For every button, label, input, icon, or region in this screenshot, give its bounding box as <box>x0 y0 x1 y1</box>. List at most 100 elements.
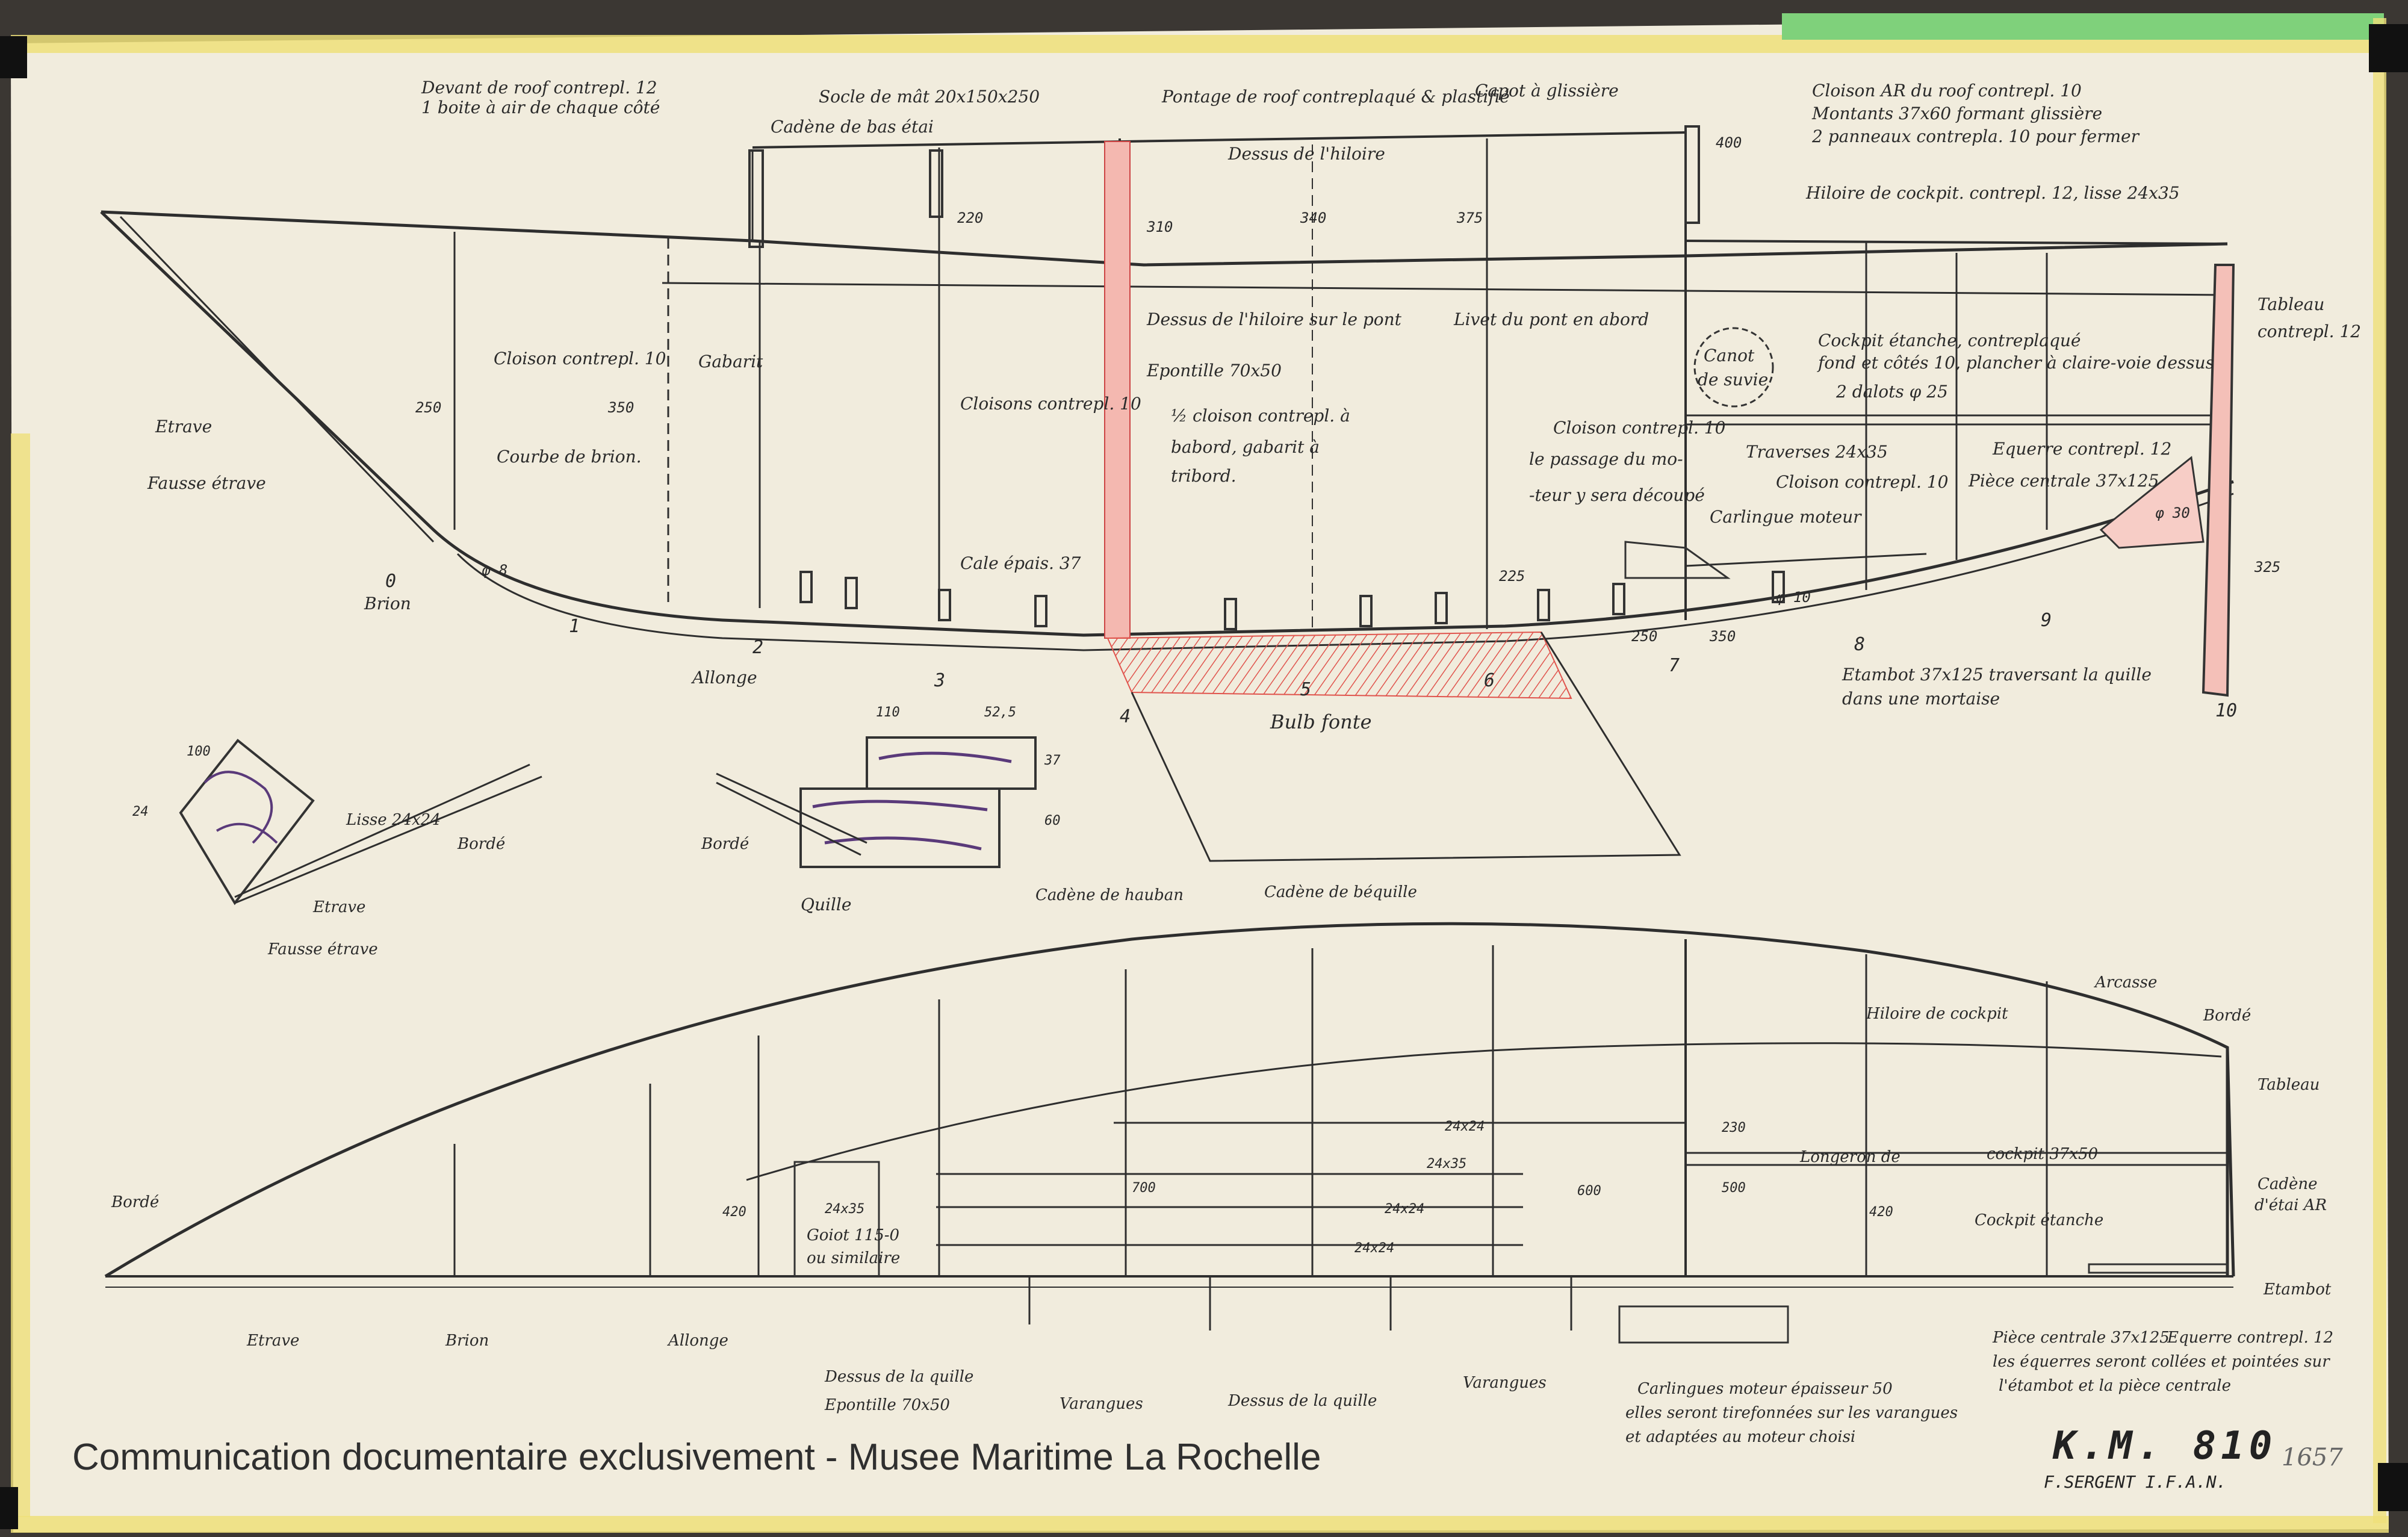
sheet-reference: 1657 <box>2282 1444 2343 1471</box>
corner-clip-tl <box>0 36 27 78</box>
plan-engine-bed <box>1618 1305 1789 1344</box>
archive-caption: Communication documentaire exclusivement… <box>72 1436 1321 1478</box>
plan-label-cadene-hauban: Cadène de hauban <box>1035 886 1184 904</box>
dim-220: 220 <box>957 210 983 226</box>
label-cloison-passage: Cloison contrepl. 10 <box>1553 418 1725 438</box>
label-equerre: Equerre contrepl. 12 <box>1992 439 2171 459</box>
tracing-paper <box>11 18 2389 1532</box>
label-cockpit-etanche: Cockpit étanche, contreplaqué <box>1818 331 2081 350</box>
label-borde-stem: Bordé <box>457 835 505 853</box>
station-numbers: 0 1 2 3 4 5 6 7 8 9 10 <box>385 571 2237 727</box>
engine-bed <box>1685 553 1927 567</box>
label-cloison-passage-2: le passage du mo- <box>1529 449 1683 469</box>
label-montants: Montants 37x60 formant glissière <box>1811 104 2102 123</box>
label-cloison-passage-3: -teur y sera découpé <box>1529 485 1705 505</box>
bulb-keel <box>1106 631 1572 700</box>
dim-350: 350 <box>607 399 634 416</box>
label-canot: Canot <box>1704 346 1755 365</box>
label-borde-keel: Bordé <box>701 835 749 853</box>
station-3: 3 <box>934 670 945 691</box>
label-cadene-bas-etai: Cadène de bas étai <box>771 117 934 137</box>
side-profile <box>100 125 2235 862</box>
right-yellow-tape <box>2373 18 2386 1523</box>
stem-lisse <box>234 775 542 904</box>
dim-stem-100: 100 <box>187 744 211 759</box>
dim-37: 37 <box>1044 753 1061 768</box>
label-lisse: Lisse 24x24 <box>346 811 441 829</box>
label-dessus-hiloire-pont: Dessus de l'hiloire sur le pont <box>1146 309 1402 329</box>
plan-outline <box>104 922 2235 1278</box>
stem <box>119 216 435 543</box>
plan-label-equerre-3: l'étambot et la pièce centrale <box>1999 1377 2231 1395</box>
plan-dim-24x24b: 24x24 <box>1385 1202 1424 1217</box>
plan-label-cadene-etai: Cadène <box>2258 1175 2318 1193</box>
plan-annotations: Cadène de hauban Cadène de béquille Hilo… <box>111 883 2333 1446</box>
plan-label-cockpit-etanche: Cockpit étanche <box>1975 1211 2103 1229</box>
plan-label-hiloire-cockpit: Hiloire de cockpit <box>1866 1005 2008 1023</box>
roof-line <box>752 131 1686 149</box>
label-capot: Capot à glissière <box>1475 81 1619 101</box>
plan-view <box>104 922 2235 1344</box>
plan-dim-24x24c: 24x24 <box>1354 1241 1394 1256</box>
dim-225: 225 <box>1499 568 1525 585</box>
station-5: 5 <box>1300 679 1311 700</box>
label-demi-cloison: ½ cloison contrepl. à <box>1171 406 1350 426</box>
canot-circle <box>1693 327 1774 408</box>
label-allonge: Allonge <box>690 668 757 688</box>
knee <box>2099 456 2205 549</box>
label-cale-epais: Cale épais. 37 <box>960 553 1081 573</box>
left-yellow-tape <box>11 433 30 1517</box>
plan-label-dessus-quille-2: Dessus de la quille <box>1227 1392 1377 1410</box>
plan-dim-24x35b: 24x35 <box>825 1202 864 1217</box>
plan-label-carlingues-2: elles seront tirefonnées sur les varangu… <box>1625 1404 1958 1422</box>
plan-label-arcasse: Arcasse <box>2094 973 2157 992</box>
plan-dim-420: 420 <box>722 1205 746 1220</box>
plan-label-varangues-2: Varangues <box>1463 1374 1547 1392</box>
dim-250b: 250 <box>1631 628 1657 645</box>
plan-dimension-texts: 24x24 24x35 24x24 24x24 24x35 600 230 70… <box>722 1119 1893 1256</box>
station-6: 6 <box>1484 670 1495 691</box>
bulb-outline <box>1131 632 1681 862</box>
plan-dim-700: 700 <box>1132 1181 1156 1196</box>
label-devant-roof: Devant de roof contrepl. 12 <box>421 78 657 98</box>
plan-label-goiot-2: ou similaire <box>807 1249 900 1267</box>
plan-dim-600: 600 <box>1577 1184 1601 1199</box>
label-socle-mat: Socle de mât 20x150x250 <box>819 87 1040 107</box>
bottom-yellow-tape <box>11 1516 2389 1533</box>
green-tape <box>1782 13 2384 40</box>
station-2: 2 <box>752 637 763 658</box>
label-etambot: Etambot 37x125 traversant la quille <box>1842 665 2152 685</box>
station-7: 7 <box>1669 655 1680 676</box>
plan-dim-24x24a: 24x24 <box>1445 1119 1485 1134</box>
label-tableau: Tableau <box>2258 294 2324 314</box>
plan-label-goiot: Goiot 115-0 <box>807 1226 899 1244</box>
plan-dim-500: 500 <box>1722 1181 1746 1196</box>
keel-line <box>100 211 2234 637</box>
deck-line <box>662 282 2228 296</box>
plan-label-borde-left: Bordé <box>111 1193 159 1211</box>
cockpit-coaming <box>1685 240 2228 245</box>
keel-planking <box>716 772 867 844</box>
dim-250: 250 <box>415 399 441 416</box>
plan-label-brion: Brion <box>445 1332 489 1350</box>
label-quille: Quille <box>801 895 851 914</box>
label-traverses: Traverses 24x35 <box>1746 442 1888 462</box>
label-devant-roof-2: 1 boite à air de chaque côté <box>421 98 660 117</box>
stem-lisse-2 <box>234 763 530 898</box>
transom <box>2202 264 2235 697</box>
label-demi-cloison-2: babord, gabarit à <box>1171 437 1320 457</box>
label-cloison-10: Cloison contrepl. 10 <box>1776 472 1948 492</box>
dim-310: 310 <box>1146 219 1173 235</box>
dim-phi30: φ 30 <box>2155 505 2190 521</box>
dim-350b: 350 <box>1709 628 1736 645</box>
corner-clip-br <box>2378 1463 2408 1511</box>
dim-375: 375 <box>1456 210 1483 226</box>
plan-label-carlingues-3: et adaptées au moteur choisi <box>1625 1428 1855 1446</box>
station-10: 10 <box>2215 700 2237 721</box>
dim-phi8: φ 8 <box>482 562 507 579</box>
plan-label-longeron: Longeron de <box>1799 1148 1901 1166</box>
label-hiloire-cockpit: Hiloire de cockpit. contrepl. 12, lisse … <box>1805 183 2180 203</box>
plan-inner <box>746 1042 2222 1181</box>
plan-label-cadene-etai-2: d'étai AR <box>2254 1196 2327 1214</box>
